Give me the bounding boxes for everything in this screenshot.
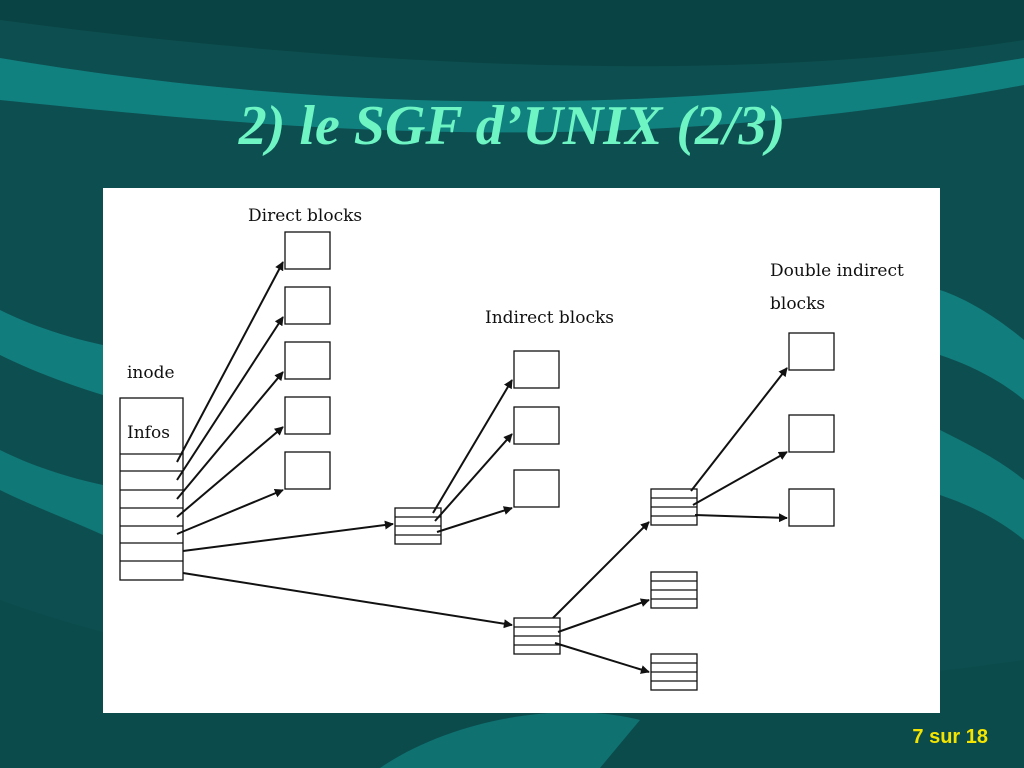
arrow xyxy=(434,433,513,522)
background-left-band xyxy=(0,310,103,395)
arrow xyxy=(176,371,284,500)
slide-title: 2) le SGF d’UNIX (2/3) xyxy=(238,95,786,157)
label-indirect-blocks: Indirect blocks xyxy=(485,308,614,328)
double-indirect-data-block xyxy=(788,332,835,371)
direct-block xyxy=(284,396,331,435)
double-indirect-data-block xyxy=(788,414,835,453)
label-double-indirect-line1: Double indirect xyxy=(770,261,904,281)
indirect-data-block xyxy=(513,350,560,389)
arrow xyxy=(176,426,284,518)
label-direct-blocks: Direct blocks xyxy=(248,206,362,226)
background-top-band xyxy=(0,58,1024,133)
inode-diagram: Direct blocks Indirect blocks Double ind… xyxy=(103,188,940,713)
arrow xyxy=(182,520,394,552)
indirect-pointer-block xyxy=(394,507,442,545)
arrow xyxy=(436,506,513,533)
arrow xyxy=(692,451,788,506)
indirect-data-block xyxy=(513,469,560,508)
direct-block xyxy=(284,341,331,380)
second-level-pointer-block xyxy=(650,571,698,609)
arrow xyxy=(182,572,513,629)
direct-block xyxy=(284,231,331,270)
background-top-band-light xyxy=(0,0,1024,67)
arrow xyxy=(432,379,513,514)
arrow xyxy=(694,513,788,523)
direct-blocks xyxy=(284,231,331,490)
arrow xyxy=(554,642,650,674)
second-level-pointer-block xyxy=(650,653,698,691)
background-bottom-band xyxy=(0,600,1024,768)
direct-block xyxy=(284,286,331,325)
indirect-data-block xyxy=(513,406,560,445)
slide-page-number: 7 sur 18 xyxy=(912,726,988,748)
arrow xyxy=(552,521,650,619)
inode-table xyxy=(119,397,184,581)
arrow xyxy=(690,367,788,492)
arrow xyxy=(176,261,284,463)
background-left-band-2 xyxy=(0,450,103,535)
pointer-arrows xyxy=(176,261,788,674)
background-bottom-wave xyxy=(380,712,640,768)
double-indirect-data-blocks xyxy=(788,332,835,527)
arrow xyxy=(176,488,284,535)
label-inode: inode xyxy=(127,363,175,383)
background-right-band-2 xyxy=(940,430,1024,540)
arrow xyxy=(176,316,284,481)
label-double-indirect-line2: blocks xyxy=(770,294,825,314)
indirect-data-blocks xyxy=(513,350,560,508)
label-infos: Infos xyxy=(127,423,170,443)
inode-diagram-svg: Direct blocks Indirect blocks Double ind… xyxy=(119,206,904,691)
arrow xyxy=(557,598,650,633)
background-right-band xyxy=(940,290,1024,400)
double-indirect-pointer-block xyxy=(513,617,561,655)
direct-block xyxy=(284,451,331,490)
second-level-pointer-block xyxy=(650,488,698,526)
double-indirect-data-block xyxy=(788,488,835,527)
